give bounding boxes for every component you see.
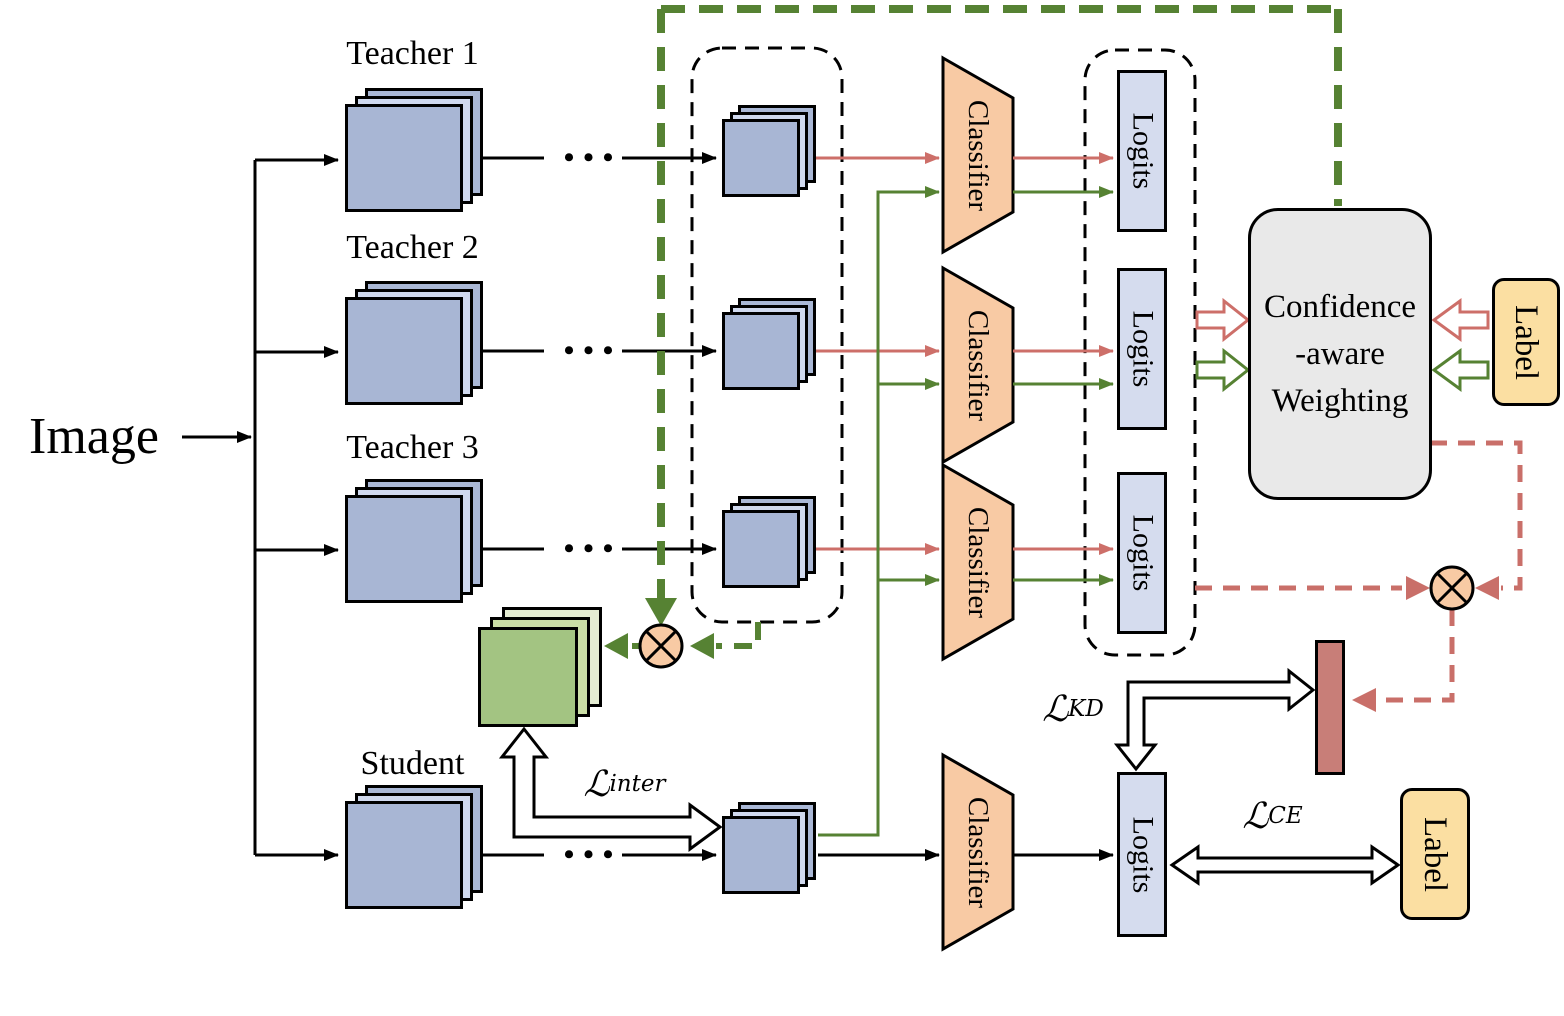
green-dashed-features-to-multiply (716, 622, 761, 649)
stack-layer (722, 312, 800, 390)
stack-layer (345, 801, 463, 909)
red-dashed-weighting-to-multiply (1430, 440, 1523, 591)
red-dashed-arrowhead-into-multiply-left (1406, 576, 1430, 600)
green-dashed-arrowhead-left-into-multiply (690, 633, 714, 659)
green-dashed-arrowhead-down (645, 598, 677, 626)
green-student-feature-trunk (818, 186, 940, 837)
student-ellipsis: ••• (563, 838, 623, 871)
student-block (345, 785, 483, 909)
classifier-teacher3: Classifier (943, 465, 1013, 659)
stack-layer (345, 495, 463, 603)
teacher2-ellipsis: ••• (563, 334, 623, 367)
classifier-label: Classifier (962, 99, 995, 211)
confidence-line2: -aware (1295, 335, 1385, 372)
logits-label: Logits (1126, 514, 1160, 592)
teacher-features-dashed-box (690, 46, 844, 624)
image-input-label: Image (29, 407, 159, 465)
teacher3-feature-stack (722, 496, 816, 588)
confidence-aware-weighting-box: Confidence -aware Weighting (1248, 208, 1432, 500)
teacher2-block (345, 281, 483, 405)
classifier-teacher1: Classifier (943, 58, 1013, 252)
label-text: Label (1417, 816, 1454, 892)
stack-layer (345, 104, 463, 212)
green-dashed-arrowhead-into-green-features (604, 633, 628, 659)
teacher1-feature-stack (722, 105, 816, 197)
loss-symbol: ℒ (1242, 795, 1269, 837)
logits-teacher1: Logits (1117, 70, 1167, 232)
hollow-green-arrow-label-to-weighting (1431, 348, 1490, 392)
inter-loss-arrow (498, 726, 723, 852)
student-title: Student (360, 745, 465, 782)
student-feature-stack (722, 802, 816, 894)
loss-symbol: ℒ (583, 763, 610, 805)
multiply-icon (638, 623, 684, 669)
classifier-label: Classifier (962, 506, 995, 618)
stack-layer (722, 510, 800, 588)
classifier-label: Classifier (962, 796, 995, 908)
stack-layer (345, 297, 463, 405)
hollow-green-arrow-logits-to-weighting (1195, 347, 1251, 393)
weighted-feature-stack (478, 607, 602, 727)
confidence-line1: Confidence (1263, 288, 1417, 325)
ce-loss-arrow (1169, 844, 1401, 886)
logits-label: Logits (1126, 310, 1160, 388)
hollow-red-arrow-logits-to-weighting (1195, 297, 1251, 343)
red-dashed-arrowhead-into-bar (1352, 688, 1376, 712)
logits-student: Logits (1117, 772, 1167, 937)
teacher1-ellipsis: ••• (563, 141, 623, 174)
kd-loss-arrow (1113, 667, 1316, 772)
logits-label: Logits (1126, 112, 1160, 190)
teacher3-title: Teacher 3 (346, 429, 479, 466)
teacher1-title: Teacher 1 (346, 35, 479, 72)
classifier-teacher2: Classifier (943, 268, 1013, 462)
teacher3-ellipsis: ••• (563, 532, 623, 565)
confidence-line3: Weighting (1271, 382, 1409, 419)
teacher3-block (345, 479, 483, 603)
stack-layer (722, 816, 800, 894)
classifier-label: Classifier (962, 309, 995, 421)
logits-teacher3: Logits (1117, 472, 1167, 634)
red-dashed-multiply-to-bar (1378, 609, 1455, 703)
loss-symbol: ℒ (1042, 688, 1069, 730)
label-box-top: Label (1492, 278, 1560, 406)
teacher1-block (345, 88, 483, 212)
classifier-trapezoid-student (941, 752, 1015, 952)
classifier-trapezoid-teacher1 (941, 55, 1015, 255)
label-text: Label (1508, 304, 1545, 380)
stack-layer (478, 627, 578, 727)
label-box-bottom: Label (1400, 788, 1470, 920)
logits-teacher2: Logits (1117, 268, 1167, 430)
classifier-trapezoid-teacher2 (941, 265, 1015, 465)
classifier-student: Classifier (943, 755, 1013, 949)
teacher2-title: Teacher 2 (346, 229, 479, 266)
teacher2-feature-stack (722, 298, 816, 390)
weighted-logits-bar (1315, 640, 1345, 775)
hollow-red-arrow-label-to-weighting (1431, 298, 1490, 342)
stack-layer (722, 119, 800, 197)
multiply-icon (1429, 565, 1475, 611)
logits-label: Logits (1126, 816, 1160, 893)
red-dashed-arrowhead-into-multiply-right (1475, 576, 1499, 600)
classifier-trapezoid-teacher3 (941, 462, 1015, 662)
